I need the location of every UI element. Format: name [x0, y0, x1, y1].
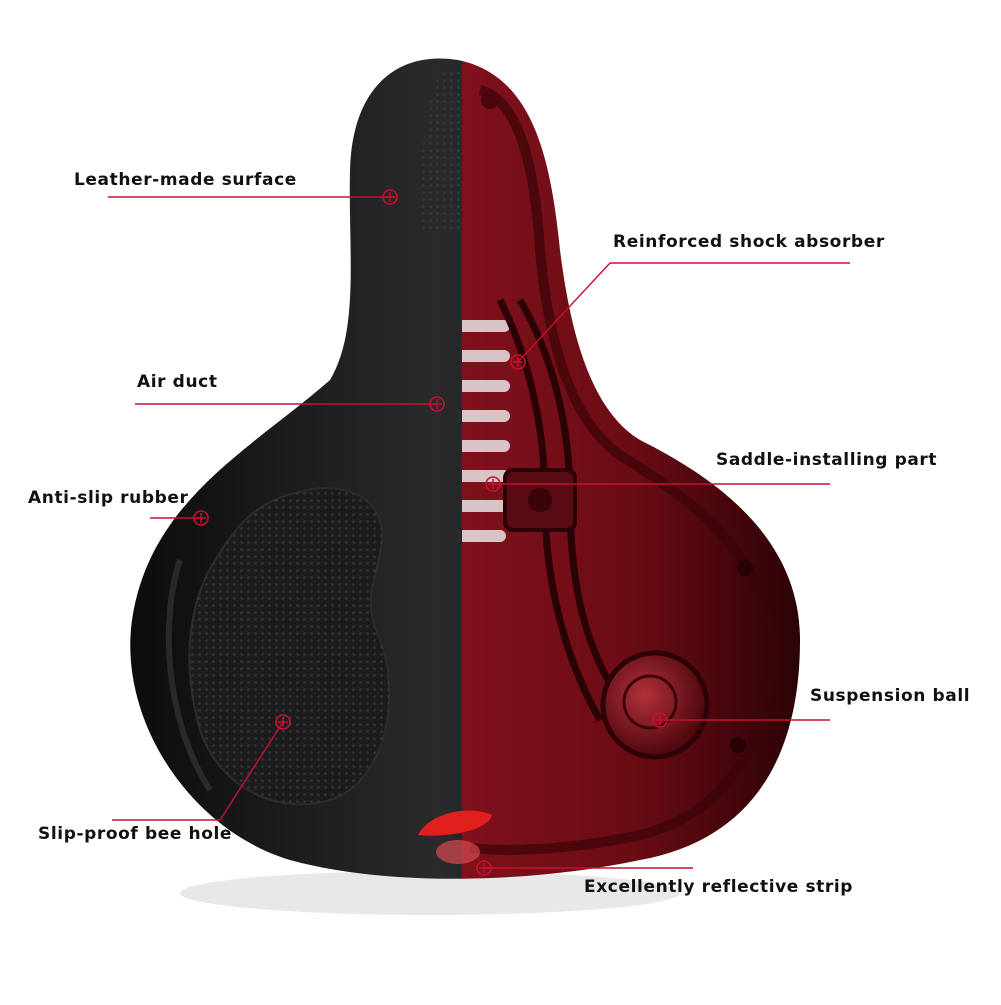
callout-saddle-installing-part: Saddle-installing part — [716, 450, 938, 470]
marker-ball — [652, 712, 668, 728]
callout-anti-slip-rubber: Anti-slip rubber — [28, 488, 189, 508]
screw-heads — [481, 91, 753, 753]
suspension-ball-shape — [600, 650, 710, 760]
nose-texture — [418, 70, 462, 230]
reflective-strip-shape — [418, 810, 492, 836]
marker-strip — [476, 860, 492, 876]
air-duct-slats — [462, 320, 510, 542]
callout-suspension-ball: Suspension ball — [810, 686, 971, 706]
marker-install — [485, 476, 501, 492]
marker-leather — [382, 189, 398, 205]
marker-bee — [275, 714, 291, 730]
callout-leather-surface: Leather-made surface — [74, 170, 297, 190]
callout-lines — [108, 196, 850, 869]
saddle-black-half — [130, 58, 462, 879]
marker-air — [429, 396, 445, 412]
callout-markers — [193, 189, 668, 876]
floor-shadow — [180, 871, 680, 915]
callout-bee-hole: Slip-proof bee hole — [38, 824, 233, 844]
marker-shock — [510, 354, 526, 370]
callout-shock-absorber: Reinforced shock absorber — [613, 232, 885, 252]
marker-antislip — [193, 510, 209, 526]
saddle-red-half — [462, 61, 800, 879]
callout-air-duct: Air duct — [137, 372, 218, 392]
callout-reflective-strip: Excellently reflective strip — [584, 877, 854, 897]
